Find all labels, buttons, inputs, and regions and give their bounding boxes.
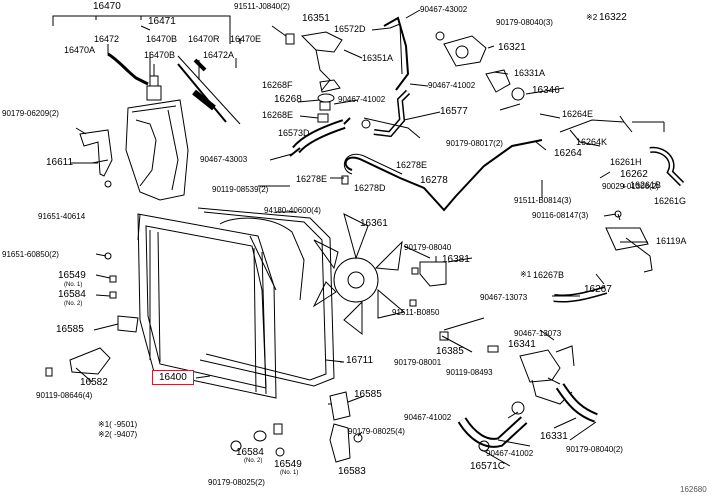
note-no1-left: (No. 1) [64,282,83,288]
part-16278e-left-label[interactable]: 16278E [296,174,328,184]
part-90179-08025-4-label[interactable]: 90179-08025(4) [348,427,405,436]
part-91651-40614-label[interactable]: 91651-40614 [38,212,86,221]
part-91651-60850-label[interactable]: 91651-60850(2) [2,250,59,259]
part-90179-08040-label[interactable]: 90179-08040 [404,243,452,252]
part-91511-b0814-label[interactable]: 91511-B0814(3) [514,196,572,205]
note-no2-bottom: (No. 2) [244,458,263,464]
part-16267-label[interactable]: 16267 [584,284,612,295]
note-no1-bottom: (No. 1) [280,470,299,476]
part-91511-b0850-label[interactable]: 91511-B0850 [392,308,440,317]
part-16331-label[interactable]: 16331 [540,431,568,442]
part-16264e-label[interactable]: 16264E [562,109,594,119]
part-91511-j0840-label[interactable]: 91511-J0840(2) [234,2,290,11]
part-90179-08001-label[interactable]: 90179-08001 [394,358,442,367]
part-16549-left-label[interactable]: 16549 [58,270,86,281]
part-16577-label[interactable]: 16577 [440,106,468,117]
part-16549-bottom-label[interactable]: 16549 [274,459,302,470]
part-90467-41002-a-label[interactable]: 90467-41002 [428,81,476,90]
radiator-shape [137,213,277,399]
part-16264-label[interactable]: 16264 [554,148,582,159]
part-16385-label[interactable]: 16385 [436,346,464,357]
part-90179-08017-label[interactable]: 90179-08017(2) [446,139,503,148]
part-90467-13073-a-label[interactable]: 90467-13073 [480,293,528,302]
part-90116-08147-label[interactable]: 90116-08147(3) [532,211,589,220]
part-90467-13073-b-label[interactable]: 90467-13073 [514,329,562,338]
part-16472-label[interactable]: 16472 [94,34,120,44]
part-16262-label[interactable]: 16262 [620,169,648,180]
part-16268-label[interactable]: 16268 [274,94,302,105]
part-90467-41002-c-label[interactable]: 90467-41002 [404,413,452,422]
part-90119-08646-label[interactable]: 90119-08646(4) [36,391,93,400]
part-16470b-mid-label[interactable]: 16470B [144,50,176,60]
part-16573d-label[interactable]: 16573D [278,128,310,138]
part-16381-label[interactable]: 16381 [442,254,470,265]
part-90467-43003-label[interactable]: 90467-43003 [200,155,248,164]
part-16361-label[interactable]: 16361 [360,218,388,229]
part-16268f-label[interactable]: 16268F [262,80,293,90]
part-16322-label[interactable]: 16322 [599,12,627,23]
part-90179-08025-2-label[interactable]: 90179-08025(2) [208,478,265,487]
note-no2-left: (No. 2) [64,301,83,307]
note-star1-16267b: ※1 [520,270,532,279]
part-90179-06209-label[interactable]: 90179-06209(2) [2,109,59,118]
part-16346-label[interactable]: 16346 [532,85,560,96]
figure-number: 162680 [680,485,707,494]
part-90467-41002-d-label[interactable]: 90467-41002 [486,449,534,458]
part-16321-label[interactable]: 16321 [498,42,526,53]
fan-shape [312,213,406,336]
part-16572d-label[interactable]: 16572D [334,24,366,34]
part-90467-43002-label[interactable]: 90467-43002 [420,5,468,14]
note-star2-16322: ※2 [586,13,598,22]
part-16351a-label[interactable]: 16351A [362,53,394,63]
part-16268e-label[interactable]: 16268E [262,110,294,120]
part-16331a-label[interactable]: 16331A [514,68,546,78]
part-16470a-label[interactable]: 16470A [64,45,96,55]
part-16585-bottom-label[interactable]: 16585 [354,389,382,400]
part-16278d-label[interactable]: 16278D [354,183,386,193]
part-16264k-label[interactable]: 16264K [576,137,608,147]
part-94180-40600-label[interactable]: 94180-40600(4) [264,206,321,215]
part-16119a-label[interactable]: 16119A [656,236,687,246]
footnote-star1: ※1( -9501) [98,420,138,429]
part-16471-label[interactable]: 16471 [148,16,176,27]
part-16267b-label[interactable]: 16267B [533,270,565,280]
footnote-star2: ※2( -9407) [98,430,138,439]
part-16611-label[interactable]: 16611 [46,157,74,168]
part-16571c-label[interactable]: 16571C [470,461,506,472]
part-16472a-label[interactable]: 16472A [203,50,235,60]
part-90029-01306-label[interactable]: 90029-01306(2) [602,182,659,191]
part-16400-highlighted-label[interactable]: 16400 [152,370,194,385]
part-16584-left-label[interactable]: 16584 [58,289,86,300]
part-16470b-top-label[interactable]: 16470B [146,34,178,44]
part-16583-label[interactable]: 16583 [338,466,366,477]
part-16711-label[interactable]: 16711 [346,355,374,366]
part-16582-label[interactable]: 16582 [80,377,108,388]
part-16584-bottom-label[interactable]: 16584 [236,447,264,458]
part-16351-label[interactable]: 16351 [302,13,330,24]
part-90119-08539-label[interactable]: 90119-08539(2) [212,185,269,194]
part-16261h-label[interactable]: 16261H [610,157,642,167]
part-90179-08040-3-label[interactable]: 90179-08040(3) [496,18,553,27]
part-16261g-label[interactable]: 16261G [654,196,687,206]
part-16261b-label[interactable]: 16261B [630,180,662,190]
part-16278e-right-label[interactable]: 16278E [396,160,428,170]
part-16470r-label[interactable]: 16470R [188,34,220,44]
reserve-tank-shape [125,64,189,201]
part-16470e-label[interactable]: 16470E [230,34,262,44]
part-90119-08493-label[interactable]: 90119-08493 [446,368,493,377]
part-16585-left-label[interactable]: 16585 [56,324,84,335]
part-16470-label[interactable]: 16470 [93,1,121,12]
part-90179-08040-2-label[interactable]: 90179-08040(2) [566,445,623,454]
part-90467-41002-b-label[interactable]: 90467-41002 [338,95,386,104]
part-16341-label[interactable]: 16341 [508,339,536,350]
part-16278-label[interactable]: 16278 [420,175,448,186]
